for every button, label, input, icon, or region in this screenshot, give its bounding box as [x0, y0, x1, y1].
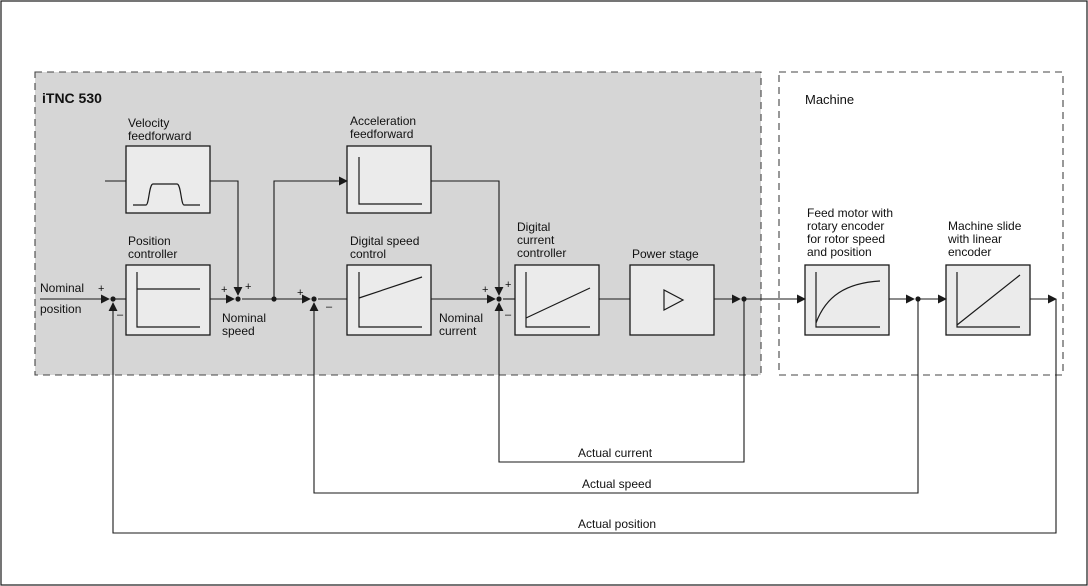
svg-text:–: – [326, 301, 333, 313]
feed-motor-block: Feed motor with rotary encoder for rotor… [804, 206, 896, 336]
feed-motor-curve-icon [815, 272, 881, 328]
digital-current-controller-curve-icon [525, 272, 591, 328]
svg-text:–: – [117, 309, 124, 321]
amplifier-triangle-icon [663, 289, 685, 311]
svg-text:+: + [297, 287, 303, 299]
position-controller-block: Position controller [125, 234, 211, 336]
svg-text:+: + [98, 283, 104, 295]
machine-region-title: Machine [805, 92, 854, 107]
current-summing-point [496, 296, 502, 302]
velocity-feedforward-label: Velocity feedforward [128, 116, 191, 143]
summing-signs: + – + + + – + + – [98, 279, 512, 321]
position-controller-label: Position controller [128, 234, 177, 261]
velocity-feedforward-curve-icon [133, 183, 200, 206]
svg-text:+: + [221, 284, 227, 296]
digital-current-controller-block: Digital current controller [514, 220, 600, 336]
digital-speed-control-block: Digital speed control [346, 234, 432, 336]
speed-summing-point [235, 296, 241, 302]
acceleration-feedforward-step-icon [358, 157, 422, 205]
summing-points [110, 296, 921, 302]
machine-slide-label: Machine slide with linear encoder [947, 219, 1025, 259]
digital-speed-control-curve-icon [358, 272, 423, 328]
velocity-feedforward-block: Velocity feedforward [125, 116, 211, 214]
speed-feedback-junction [915, 296, 921, 302]
nominal-speed-junction [271, 296, 277, 302]
position-controller-curve-icon [136, 272, 200, 328]
speed-feedback-summing-point [311, 296, 317, 302]
digital-current-controller-label: Digital current controller [517, 220, 566, 260]
svg-text:+: + [482, 284, 488, 296]
digital-speed-control-label: Digital speed control [350, 234, 423, 261]
machine-slide-curve-icon [956, 272, 1021, 328]
actual-speed-label: Actual speed [582, 477, 651, 491]
signal-lines [40, 176, 1057, 534]
nominal-current-label: Nominal current [439, 311, 486, 338]
power-stage-label: Power stage [632, 247, 699, 261]
current-feedback-junction [741, 296, 747, 302]
power-stage-block: Power stage [629, 247, 715, 336]
svg-text:+: + [245, 281, 251, 293]
actual-current-label: Actual current [578, 446, 653, 460]
nominal-position-label: Nominal position [40, 281, 87, 316]
feed-motor-label: Feed motor with rotary encoder for rotor… [807, 206, 896, 259]
acceleration-feedforward-label: Acceleration feedforward [350, 114, 419, 141]
svg-text:–: – [505, 309, 512, 321]
svg-text:+: + [505, 279, 511, 291]
actual-position-label: Actual position [578, 517, 656, 531]
machine-slide-block: Machine slide with linear encoder [945, 219, 1031, 336]
controller-region-title: iTNC 530 [42, 90, 102, 106]
nominal-speed-label: Nominal speed [222, 311, 269, 338]
position-summing-point [110, 296, 116, 302]
acceleration-feedforward-block: Acceleration feedforward [346, 114, 432, 214]
